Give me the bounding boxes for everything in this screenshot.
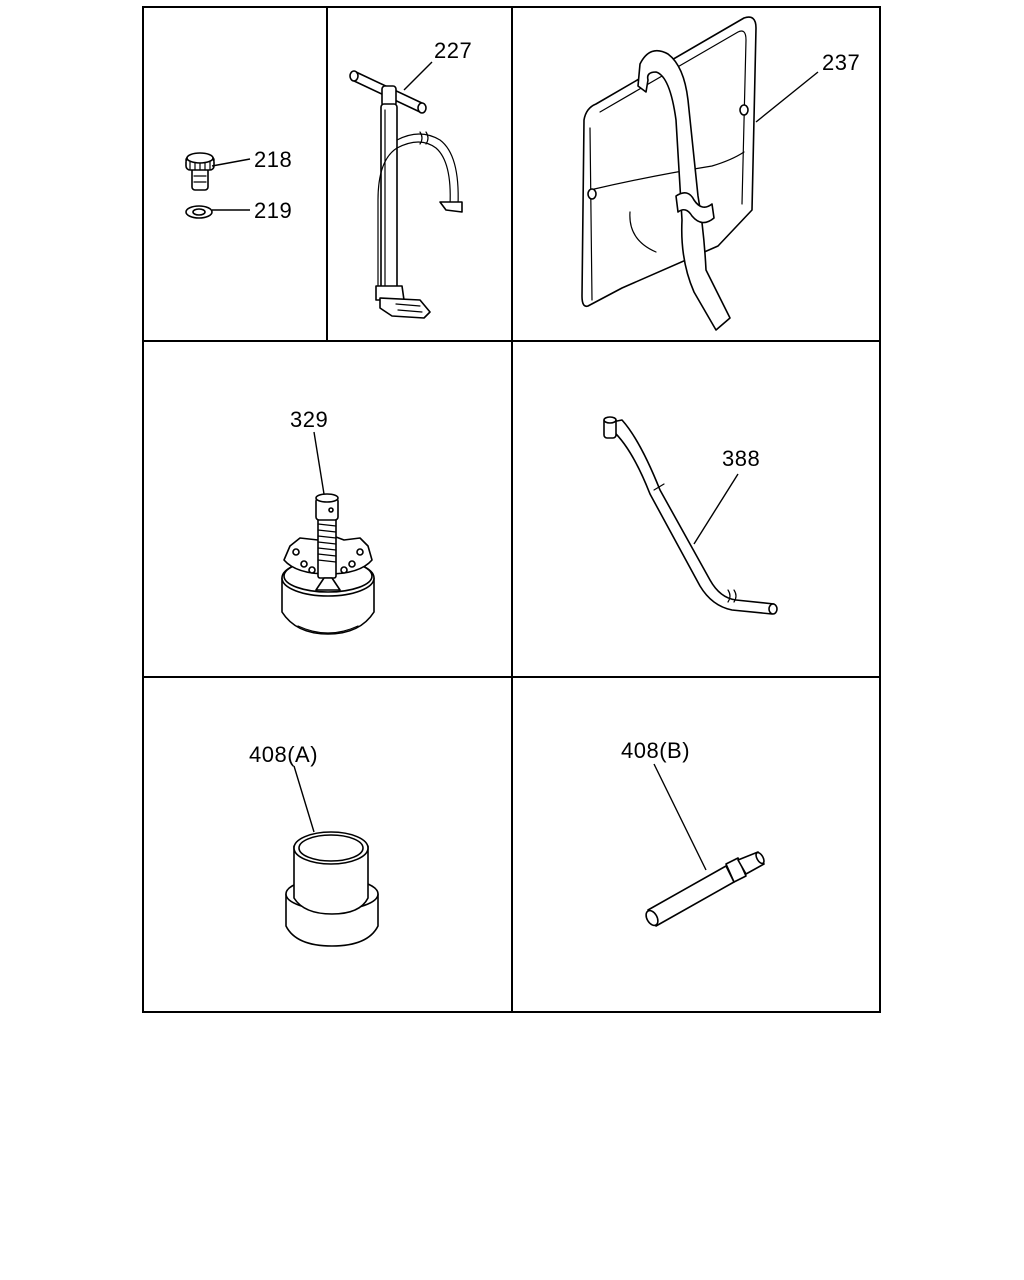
callout-408b: 408(B) [621,738,690,763]
cell-408b: 408(B) [621,738,765,927]
drift-part-408b [645,851,765,927]
cell-329: 329 [281,407,375,635]
puller-part-329 [281,493,375,635]
callout-218: 218 [254,147,292,172]
callout-237: 237 [822,50,860,75]
valve-cap-part-218 [185,152,215,191]
washer-part-219 [185,205,213,219]
leader-408a [293,765,315,833]
cell-237: 237 [581,16,860,331]
callout-408a: 408(A) [249,742,318,767]
cell-218-219: 218 219 [185,147,292,223]
callout-329: 329 [290,407,328,432]
tool-bag-part-237 [581,16,757,331]
cell-227: 227 [349,38,472,319]
cell-408a: 408(A) [249,742,379,947]
leader-329 [313,431,325,495]
sleeve-part-408a [285,831,379,947]
leader-237 [755,71,819,123]
cell-388: 388 [603,416,778,615]
callout-388: 388 [722,446,760,471]
callout-219: 219 [254,198,292,223]
callout-227: 227 [434,38,472,63]
air-pump-part-227 [349,70,463,319]
leader-227 [403,61,433,91]
diagram-grid [142,6,881,1013]
leader-408b [653,763,707,871]
bent-rod-part-388 [603,416,778,615]
leader-218 [211,158,251,167]
leader-388 [693,473,739,545]
